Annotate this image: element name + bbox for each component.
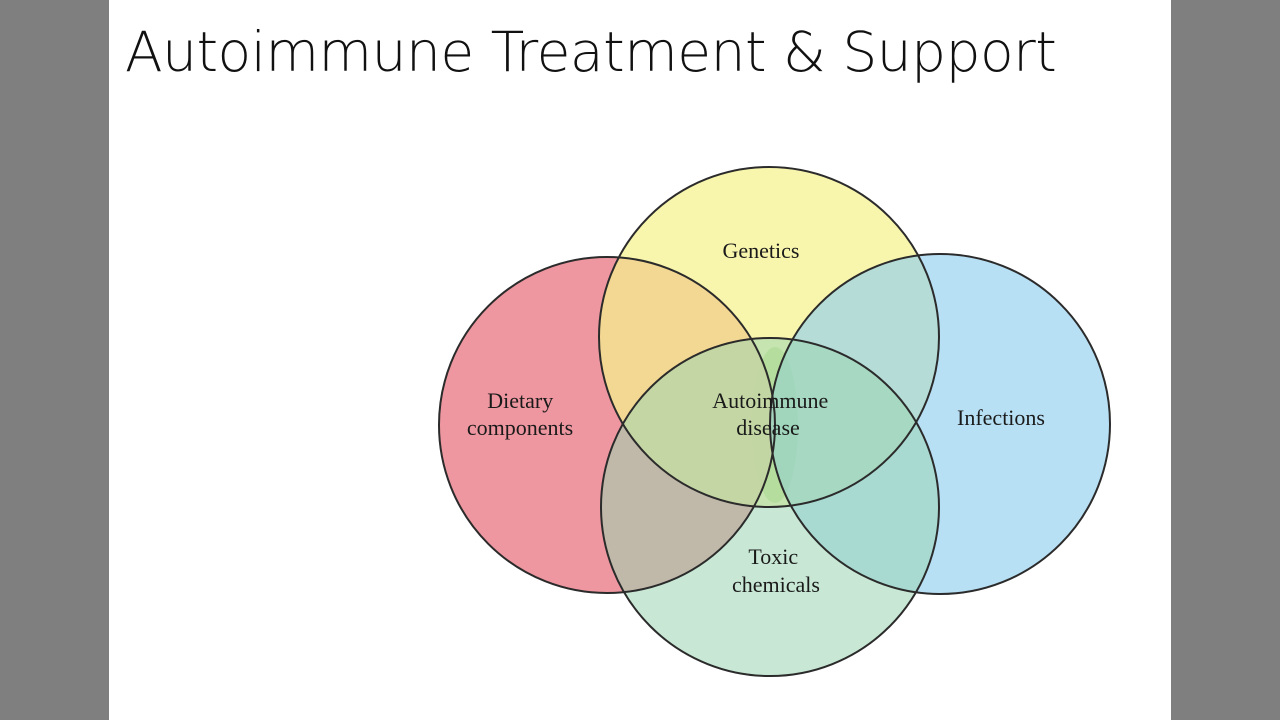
label-dietary-line-2: components [467, 415, 573, 440]
venn-diagram: Genetics Dietary components Infections T… [438, 166, 1111, 677]
label-infections: Infections [957, 405, 1045, 430]
label-genetics-line-1: Genetics [723, 238, 800, 263]
label-toxic-line-2: chemicals [732, 572, 820, 597]
label-genetics: Genetics [723, 238, 800, 263]
slide-title: Autoimmune Treatment & Support [125, 20, 1057, 84]
label-center: Autoimmune disease [712, 388, 834, 440]
label-center-line-1: Autoimmune [712, 388, 828, 413]
slide: Autoimmune Treatment & Support Genetics … [109, 0, 1171, 720]
outline-infections [769, 253, 1111, 595]
label-toxic-line-1: Toxic [748, 544, 798, 569]
label-dietary-line-1: Dietary [487, 388, 553, 413]
outline-toxic [600, 337, 940, 677]
label-dietary: Dietary components [467, 388, 573, 440]
label-center-line-2: disease [736, 415, 800, 440]
outline-genetics [598, 166, 940, 508]
outline-dietary [438, 256, 776, 594]
label-toxic: Toxic chemicals [732, 544, 820, 597]
label-infections-line-1: Infections [957, 405, 1045, 430]
